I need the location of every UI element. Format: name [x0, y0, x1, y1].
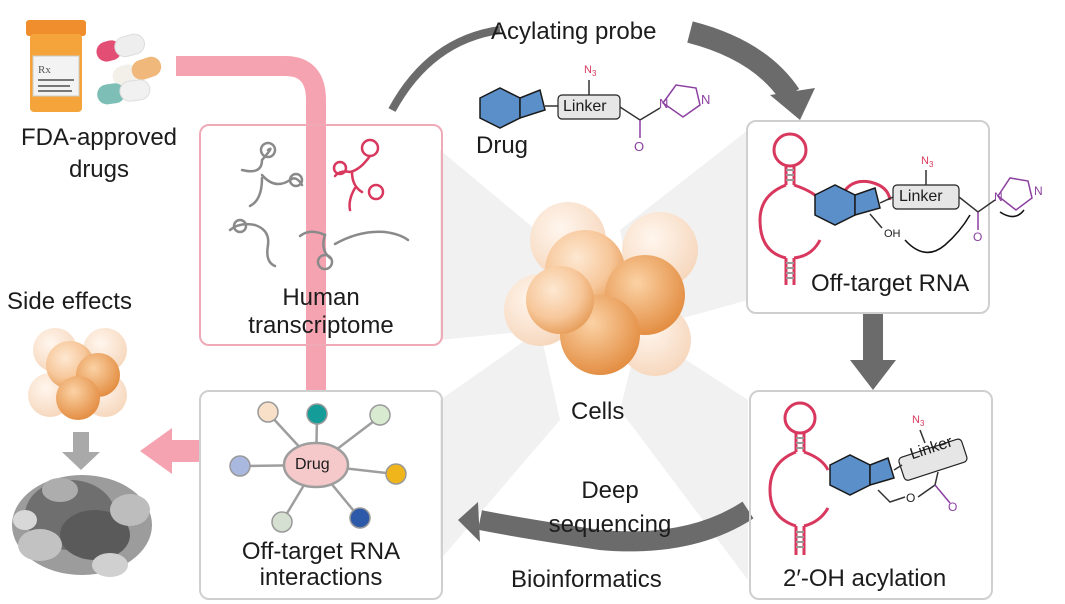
probe-bonds	[588, 80, 661, 138]
analysis-labels: Deep sequencing	[548, 477, 672, 538]
probe-imidazole-n1: N	[659, 96, 669, 111]
probe-carbonyl-o: O	[634, 139, 645, 154]
probe-azide-label: N3	[584, 64, 597, 79]
pill-bottle-icon	[26, 20, 86, 112]
pink-arrow-shaft	[170, 440, 200, 462]
transcriptome-panel	[199, 124, 443, 346]
pink-arrow-head	[140, 428, 172, 474]
arrow-probe-curve	[388, 26, 501, 112]
interactions-panel	[199, 390, 443, 600]
offtarget-oh-label: OH	[884, 228, 901, 240]
acylation-panel	[749, 390, 993, 600]
cells-label: Cells	[571, 398, 625, 425]
bioinformatics-label: Bioinformatics	[511, 566, 662, 593]
probe-drug-label: Drug	[476, 132, 529, 159]
offtarget-imidazole-n1: N	[994, 190, 1003, 204]
grey-arrow-down-head	[62, 452, 100, 470]
arrow-sequencing-head	[458, 502, 480, 542]
arrow-down-shaft	[863, 312, 883, 362]
probe-linker-label: Linker	[563, 98, 607, 115]
acylation-ester-o: O	[906, 491, 916, 505]
acylation-label: 2′-OH acylation	[783, 565, 947, 592]
acylation-carbonyl-o: O	[948, 500, 958, 514]
probe-drug-shape	[479, 87, 558, 129]
offtarget-imidazole-n2: N	[1034, 184, 1043, 198]
network-hub-label: Drug	[295, 456, 330, 473]
side-effects-cells-icon	[28, 328, 127, 420]
probe-title: Acylating probe	[491, 18, 657, 45]
transcriptome-label: Human transcriptome	[248, 284, 394, 339]
offtarget-panel	[746, 120, 990, 314]
fda-drugs-label: FDA-approved drugs	[20, 124, 178, 183]
offtarget-carbonyl-o: O	[973, 230, 983, 244]
arrow-probe-head	[770, 88, 815, 120]
arrow-probe-curve-right	[687, 21, 800, 102]
cells-cluster-icon	[504, 202, 698, 376]
pink-connector-line	[176, 56, 326, 390]
acylation-azide-label: N3	[912, 414, 925, 429]
arrow-sequencing-curve	[478, 501, 754, 552]
dead-cells-icon	[12, 475, 152, 577]
interactions-label: Off-target RNA interactions	[241, 538, 401, 591]
arrow-down-head	[850, 360, 896, 390]
offtarget-azide-label: N3	[921, 155, 934, 170]
side-effects-label: Side effects	[7, 288, 132, 315]
rna-strand-icons	[228, 141, 410, 271]
capsule-icons	[96, 33, 162, 105]
probe-imidazole-ring	[661, 84, 701, 118]
grey-arrow-down-shaft	[73, 432, 89, 452]
offtarget-label: Off-target RNA	[811, 270, 970, 297]
pill-bottle-label: Rx	[38, 64, 51, 76]
offtarget-linker-label: Linker	[899, 188, 943, 205]
probe-imidazole-n2: N	[701, 92, 711, 107]
rna-pink-strand-icon	[332, 138, 385, 212]
